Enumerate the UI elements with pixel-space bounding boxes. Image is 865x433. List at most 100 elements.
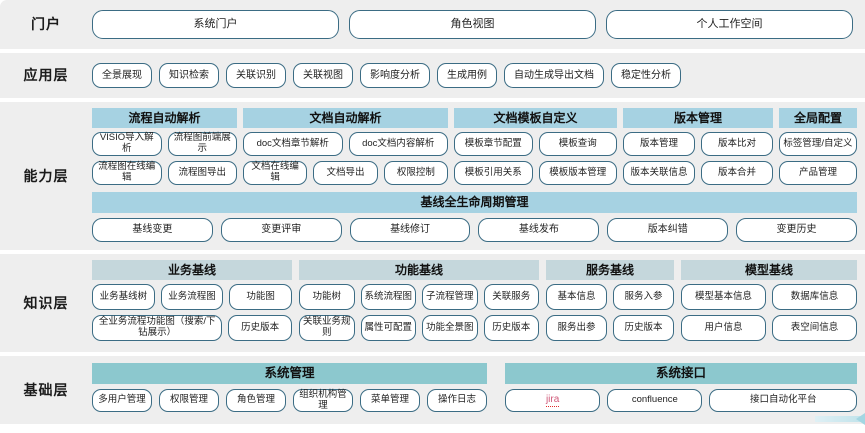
baseline-item-release[interactable]: 基线发布 — [478, 218, 600, 242]
group-rows-service-baseline: 基本信息 服务入参 服务出参 历史版本 — [546, 284, 674, 341]
app-item-auto-export-doc[interactable]: 自动生成导出文档 — [504, 63, 604, 88]
base-item-org-structure-mgmt[interactable]: 组织机构管理 — [293, 389, 353, 412]
group-line: 业务基线树 业务流程图 功能图 — [92, 284, 293, 310]
know-item-history-version-business[interactable]: 历史版本 — [228, 315, 292, 341]
app-item-impact-analysis[interactable]: 影响度分析 — [360, 63, 430, 88]
know-item-function-diagram[interactable]: 功能图 — [229, 284, 293, 310]
base-item-confluence[interactable]: confluence — [607, 389, 703, 412]
cap-item-flowchart-export[interactable]: 流程图导出 — [167, 161, 237, 185]
group-title-system-interface: 系统接口 — [505, 363, 857, 384]
group-line: doc文档章节解析 doc文档内容解析 — [243, 132, 448, 156]
cap-item-visio-import-parse[interactable]: VISIO导入解析 — [92, 132, 162, 156]
know-item-business-flowchart[interactable]: 业务流程图 — [160, 284, 224, 310]
cap-item-version-merge[interactable]: 版本合并 — [701, 161, 773, 185]
know-item-service-input-params[interactable]: 服务入参 — [613, 284, 674, 310]
cap-item-doc-content-parse[interactable]: doc文档内容解析 — [348, 132, 448, 156]
app-item-knowledge-search[interactable]: 知识检索 — [159, 63, 219, 88]
group-title-model-baseline: 模型基线 — [681, 260, 857, 280]
cap-item-doc-chapter-parse[interactable]: doc文档章节解析 — [243, 132, 343, 156]
group-title-service-baseline: 服务基线 — [546, 260, 674, 280]
know-item-service-basic-info[interactable]: 基本信息 — [546, 284, 607, 310]
baseline-item-change[interactable]: 基线变更 — [92, 218, 213, 242]
group-line: 流程图在线编辑 流程图导出 — [92, 161, 237, 185]
cap-item-permission-control[interactable]: 权限控制 — [383, 161, 448, 185]
group-title-system-management: 系统管理 — [92, 363, 487, 384]
cap-item-doc-online-edit[interactable]: 文档在线编辑 — [243, 161, 308, 185]
know-item-history-version-function[interactable]: 历史版本 — [483, 315, 539, 341]
app-item-stability-analysis[interactable]: 稳定性分析 — [611, 63, 681, 88]
app-item-generate-cases[interactable]: 生成用例 — [437, 63, 497, 88]
know-item-subprocess-mgmt[interactable]: 子流程管理 — [422, 284, 478, 310]
know-item-attribute-configurable[interactable]: 属性可配置 — [360, 315, 416, 341]
base-item-role-mgmt[interactable]: 角色管理 — [226, 389, 286, 412]
baseline-title: 基线全生命周期管理 — [92, 192, 857, 213]
cap-item-version-compare[interactable]: 版本比对 — [701, 132, 773, 156]
know-item-function-tree[interactable]: 功能树 — [299, 284, 355, 310]
cap-item-template-version-mgmt[interactable]: 模板版本管理 — [538, 161, 617, 185]
capability-body: 流程自动解析 VISIO导入解析 流程图前端展示 流程图在线编辑 流程图导出 — [92, 102, 857, 250]
baseline-item-version-correction[interactable]: 版本纠错 — [607, 218, 729, 242]
layer-row-knowledge: 知识层 业务基线 业务基线树 业务流程图 功能图 全业务流程功能图（搜索/下钻展… — [0, 254, 865, 352]
know-item-history-version-service[interactable]: 历史版本 — [613, 315, 674, 341]
know-item-system-flowchart[interactable]: 系统流程图 — [360, 284, 416, 310]
app-item-panorama[interactable]: 全景展现 — [92, 63, 152, 88]
app-item-relation-recognition[interactable]: 关联识别 — [226, 63, 286, 88]
group-rows-business-baseline: 业务基线树 业务流程图 功能图 全业务流程功能图（搜索/下钻展示） 历史版本 — [92, 284, 293, 341]
portal-item-role-view[interactable]: 角色视图 — [349, 10, 596, 39]
know-item-business-baseline-tree[interactable]: 业务基线树 — [92, 284, 155, 310]
base-item-permission-mgmt[interactable]: 权限管理 — [159, 389, 219, 412]
group-line: 标签管理/自定义 — [779, 132, 857, 156]
cap-item-version-management[interactable]: 版本管理 — [623, 132, 695, 156]
base-item-interface-automation-platform[interactable]: 接口自动化平台 — [709, 389, 857, 412]
cap-item-flowchart-frontend-display[interactable]: 流程图前端展示 — [167, 132, 237, 156]
group-rows-version-mgmt: 版本管理 版本比对 版本关联信息 版本合并 — [623, 132, 773, 185]
cap-item-doc-export[interactable]: 文档导出 — [313, 161, 378, 185]
know-item-function-panorama[interactable]: 功能全景图 — [422, 315, 478, 341]
group-line: 多用户管理 权限管理 角色管理 组织机构管理 菜单管理 操作日志 — [92, 389, 487, 412]
group-rows-global-config: 标签管理/自定义 产品管理 — [779, 132, 857, 185]
know-item-database-info[interactable]: 数据库信息 — [772, 284, 857, 310]
layer-row-application: 应用层 全景展现 知识检索 关联识别 关联视图 影响度分析 生成用例 自动生成导… — [0, 53, 865, 98]
app-item-relation-view[interactable]: 关联视图 — [293, 63, 353, 88]
know-item-all-business-process-function-diagram[interactable]: 全业务流程功能图（搜索/下钻展示） — [92, 315, 223, 341]
know-item-related-service[interactable]: 关联服务 — [483, 284, 539, 310]
group-rows-model-baseline: 模型基本信息 数据库信息 用户信息 表空间信息 — [681, 284, 857, 341]
group-line: jira confluence 接口自动化平台 — [505, 389, 857, 412]
baseline-item-change-review[interactable]: 变更评审 — [220, 218, 342, 242]
group-line: 用户信息 表空间信息 — [681, 315, 857, 341]
know-item-user-info[interactable]: 用户信息 — [681, 315, 766, 341]
group-title-doc-parsing: 文档自动解析 — [243, 108, 448, 128]
portal-item-system-portal[interactable]: 系统门户 — [92, 10, 339, 39]
knowledge-group-service-baseline: 服务基线 基本信息 服务入参 服务出参 历史版本 — [546, 260, 674, 346]
portal-item-personal-workspace[interactable]: 个人工作空间 — [606, 10, 853, 39]
know-item-related-business-rules[interactable]: 关联业务规则 — [299, 315, 355, 341]
know-item-model-basic-info[interactable]: 模型基本信息 — [681, 284, 766, 310]
group-line: 模板引用关系 模板版本管理 — [454, 161, 617, 185]
base-item-multi-user-mgmt[interactable]: 多用户管理 — [92, 389, 152, 412]
group-line: 关联业务规则 属性可配置 功能全景图 历史版本 — [299, 315, 539, 341]
cap-item-product-mgmt[interactable]: 产品管理 — [779, 161, 857, 185]
application-items: 全景展现 知识检索 关联识别 关联视图 影响度分析 生成用例 自动生成导出文档 … — [92, 63, 857, 88]
know-item-tablespace-info[interactable]: 表空间信息 — [772, 315, 857, 341]
cap-item-flowchart-online-edit[interactable]: 流程图在线编辑 — [92, 161, 162, 185]
cap-item-tag-mgmt-custom[interactable]: 标签管理/自定义 — [779, 132, 857, 156]
group-line: VISIO导入解析 流程图前端展示 — [92, 132, 237, 156]
group-title-version-mgmt: 版本管理 — [623, 108, 773, 128]
cap-item-version-relation-info[interactable]: 版本关联信息 — [623, 161, 695, 185]
layer-label-base: 基础层 — [23, 381, 69, 398]
baseline-item-revision[interactable]: 基线修订 — [349, 218, 471, 242]
baseline-items: 基线变更 变更评审 基线修订 基线发布 版本纠错 变更历史 — [92, 218, 857, 242]
cap-item-template-reference-relation[interactable]: 模板引用关系 — [454, 161, 533, 185]
knowledge-groups: 业务基线 业务基线树 业务流程图 功能图 全业务流程功能图（搜索/下钻展示） 历… — [92, 254, 857, 352]
cap-item-template-chapter-config[interactable]: 模板章节配置 — [454, 132, 533, 156]
base-item-jira[interactable]: jira — [505, 389, 601, 412]
base-item-operation-log[interactable]: 操作日志 — [427, 389, 487, 412]
layer-label-application: 应用层 — [23, 67, 69, 84]
know-item-service-output-params[interactable]: 服务出参 — [546, 315, 607, 341]
group-line: 模型基本信息 数据库信息 — [681, 284, 857, 310]
group-rows-process-parsing: VISIO导入解析 流程图前端展示 流程图在线编辑 流程图导出 — [92, 132, 237, 185]
baseline-item-change-history[interactable]: 变更历史 — [736, 218, 857, 242]
base-item-menu-mgmt[interactable]: 菜单管理 — [360, 389, 420, 412]
cap-item-template-query[interactable]: 模板查询 — [538, 132, 617, 156]
